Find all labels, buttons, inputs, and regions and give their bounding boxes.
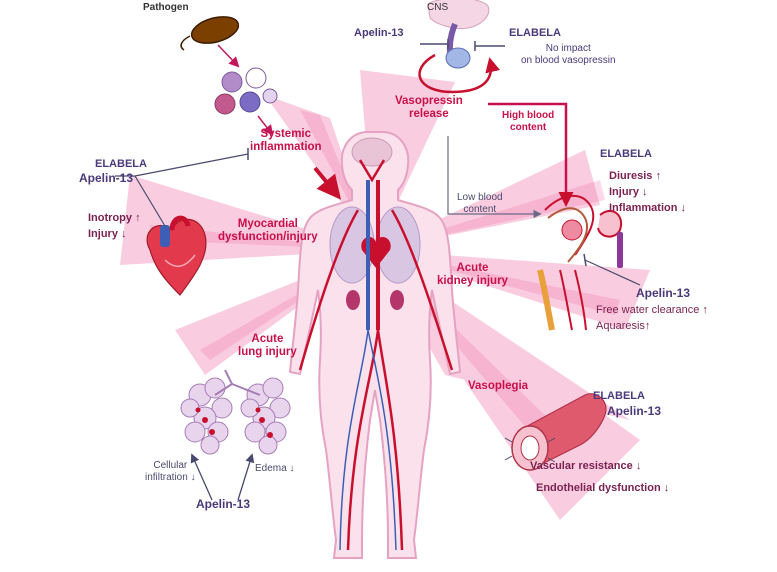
apelin-to-infiltration-arrow	[190, 453, 213, 501]
blood-vessel-icon	[504, 393, 607, 471]
kidney-apelin-line	[584, 259, 641, 286]
apelin-vessel-label: Apelin-13	[607, 404, 662, 418]
venous-network	[339, 329, 397, 551]
apelin-kidney-label: Apelin-13	[636, 286, 691, 300]
arrow-down-icon: ↓	[190, 471, 196, 483]
cns-label: CNS	[427, 2, 449, 13]
heart-target-line	[134, 175, 166, 227]
apelin-to-edema-arrow	[237, 453, 255, 501]
arrow-down-icon: ↓	[635, 460, 642, 472]
pathogen-label: Pathogen	[143, 2, 189, 13]
cells-to-inflammation-arrow	[257, 115, 274, 136]
heart-icon	[146, 215, 207, 296]
heart-injury-label: Injury ↓	[88, 228, 127, 240]
inotropy-label: Inotropy ↑	[88, 212, 141, 224]
brain	[351, 137, 393, 167]
immune-cells	[214, 67, 278, 115]
edema-label: Edema ↓	[255, 463, 295, 474]
right-kidney-organ	[390, 290, 404, 310]
kidney-injury-effect-label: Injury ↓	[609, 186, 648, 198]
vasopressin-loop-arrow	[418, 53, 500, 94]
pathogen-bacterium	[180, 16, 240, 51]
pathogen-arrow	[217, 44, 240, 68]
arrow-up-icon: ↑	[655, 170, 661, 182]
elabela-heart-label: ELABELA	[95, 158, 147, 170]
apelin-lung-label: Apelin-13	[196, 497, 251, 511]
apelin-heart-label: Apelin-13	[79, 171, 134, 185]
elabela-vessel-label: ELABELA	[593, 390, 645, 402]
kidney-apelin-bar	[583, 253, 587, 267]
free-water-clearance-label: Free water clearance ↑	[596, 304, 708, 316]
arrow-down-icon: ↓	[642, 186, 648, 198]
arterial-network	[298, 159, 454, 551]
left-kidney-organ	[346, 290, 360, 310]
bronchus	[214, 369, 261, 396]
vasoplegia-label: Vasoplegia	[468, 380, 529, 392]
alveoli-infiltration-dots	[195, 407, 273, 438]
elabela-top-label: ELABELA	[509, 27, 561, 39]
apelin-top-label: Apelin-13	[354, 27, 404, 39]
cns-brain-icon	[427, 0, 490, 69]
kidney-nephron-icon	[537, 195, 623, 331]
arrow-up-icon: ↑	[644, 320, 651, 332]
diuresis-label: Diuresis ↑	[609, 170, 661, 182]
kidney-inflammation-label: Inflammation ↓	[609, 202, 687, 214]
heart-intervention-line	[115, 153, 249, 177]
arrow-down-icon: ↓	[121, 228, 127, 240]
arrow-down-icon: ↓	[663, 482, 670, 494]
alveoli-cluster-icon	[180, 377, 291, 455]
low-blood-pathway	[447, 136, 542, 219]
vascular-resistance-label: Vascular resistance ↓	[530, 460, 642, 472]
arrow-down-icon: ↓	[680, 202, 687, 214]
elabela-kidney-label: ELABELA	[600, 148, 652, 160]
inflammation-to-body-arrow	[313, 166, 342, 200]
arrow-up-icon: ↑	[702, 304, 708, 316]
arrow-up-icon: ↑	[135, 212, 141, 224]
endothelial-dysfunction-label: Endothelial dysfunction ↓	[536, 482, 670, 494]
arrow-down-icon: ↓	[289, 463, 295, 474]
aquaresis-label: Aquaresis↑	[596, 320, 651, 332]
high-blood-pathway	[488, 102, 574, 207]
